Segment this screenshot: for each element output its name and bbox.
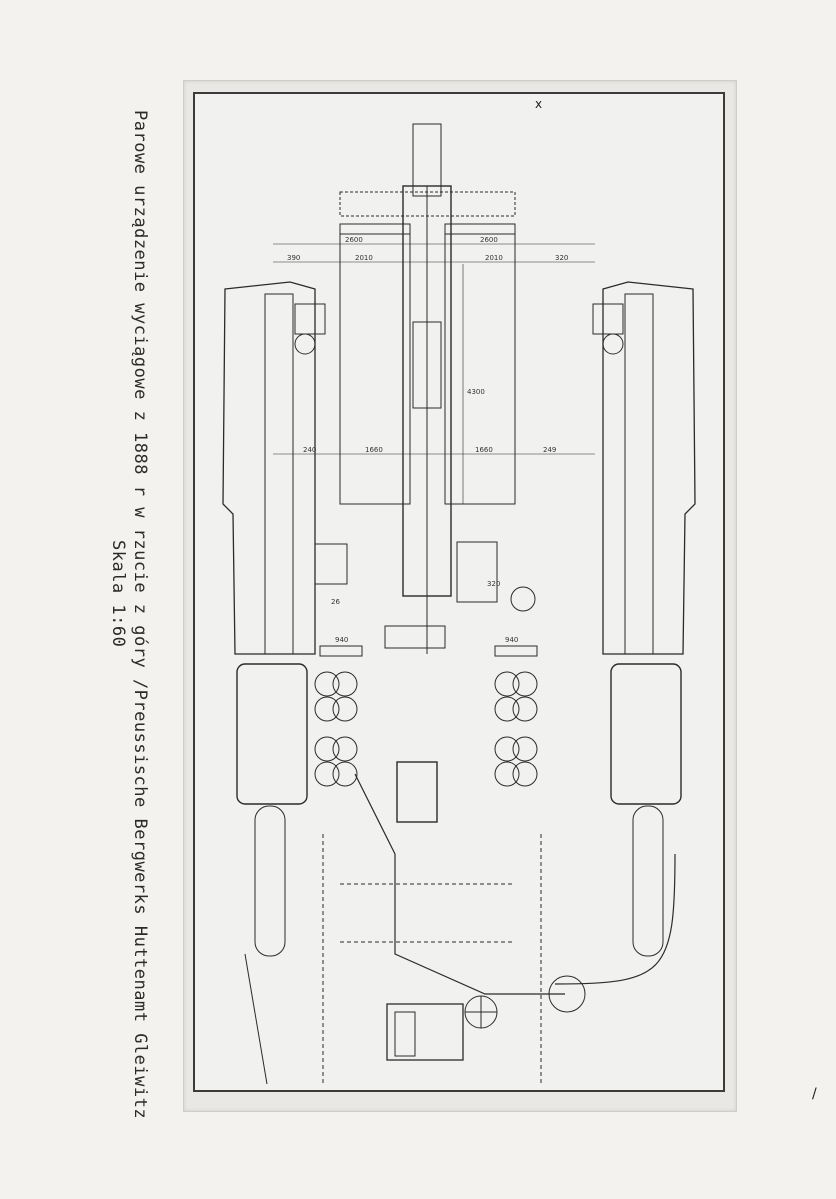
dim-outer-right: 320 <box>555 254 568 262</box>
engineering-drawing: 2600 2600 2010 2010 390 320 240 1660 166… <box>222 97 696 1085</box>
dim-small-left: 26 <box>331 598 340 606</box>
dim-small-right: 320 <box>487 580 500 588</box>
dim-mid-center-right: 1660 <box>475 446 493 454</box>
dim-mid-right: 249 <box>543 446 556 454</box>
dim-top-right: 2600 <box>480 236 498 244</box>
caption-title: Parowe urządzenie wyciągowe z 1888 r w r… <box>130 110 150 1120</box>
dim-gear-left: 940 <box>335 636 348 644</box>
dim-outer-left: 390 <box>287 254 300 262</box>
dim-vertical: 4300 <box>467 388 485 396</box>
dim-inner-right: 2010 <box>485 254 503 262</box>
dim-inner-left: 2010 <box>355 254 373 262</box>
dim-mid-left: 240 <box>303 446 316 454</box>
dim-gear-right: 940 <box>505 636 518 644</box>
caption-scale: Skala 1:60 <box>108 540 128 648</box>
edge-mark: / <box>812 1086 817 1102</box>
dim-mid-center-left: 1660 <box>365 446 383 454</box>
dim-top-left: 2600 <box>345 236 363 244</box>
corner-mark: x <box>535 97 542 111</box>
drawing-frame: 2600 2600 2010 2010 390 320 240 1660 166… <box>193 92 725 1092</box>
